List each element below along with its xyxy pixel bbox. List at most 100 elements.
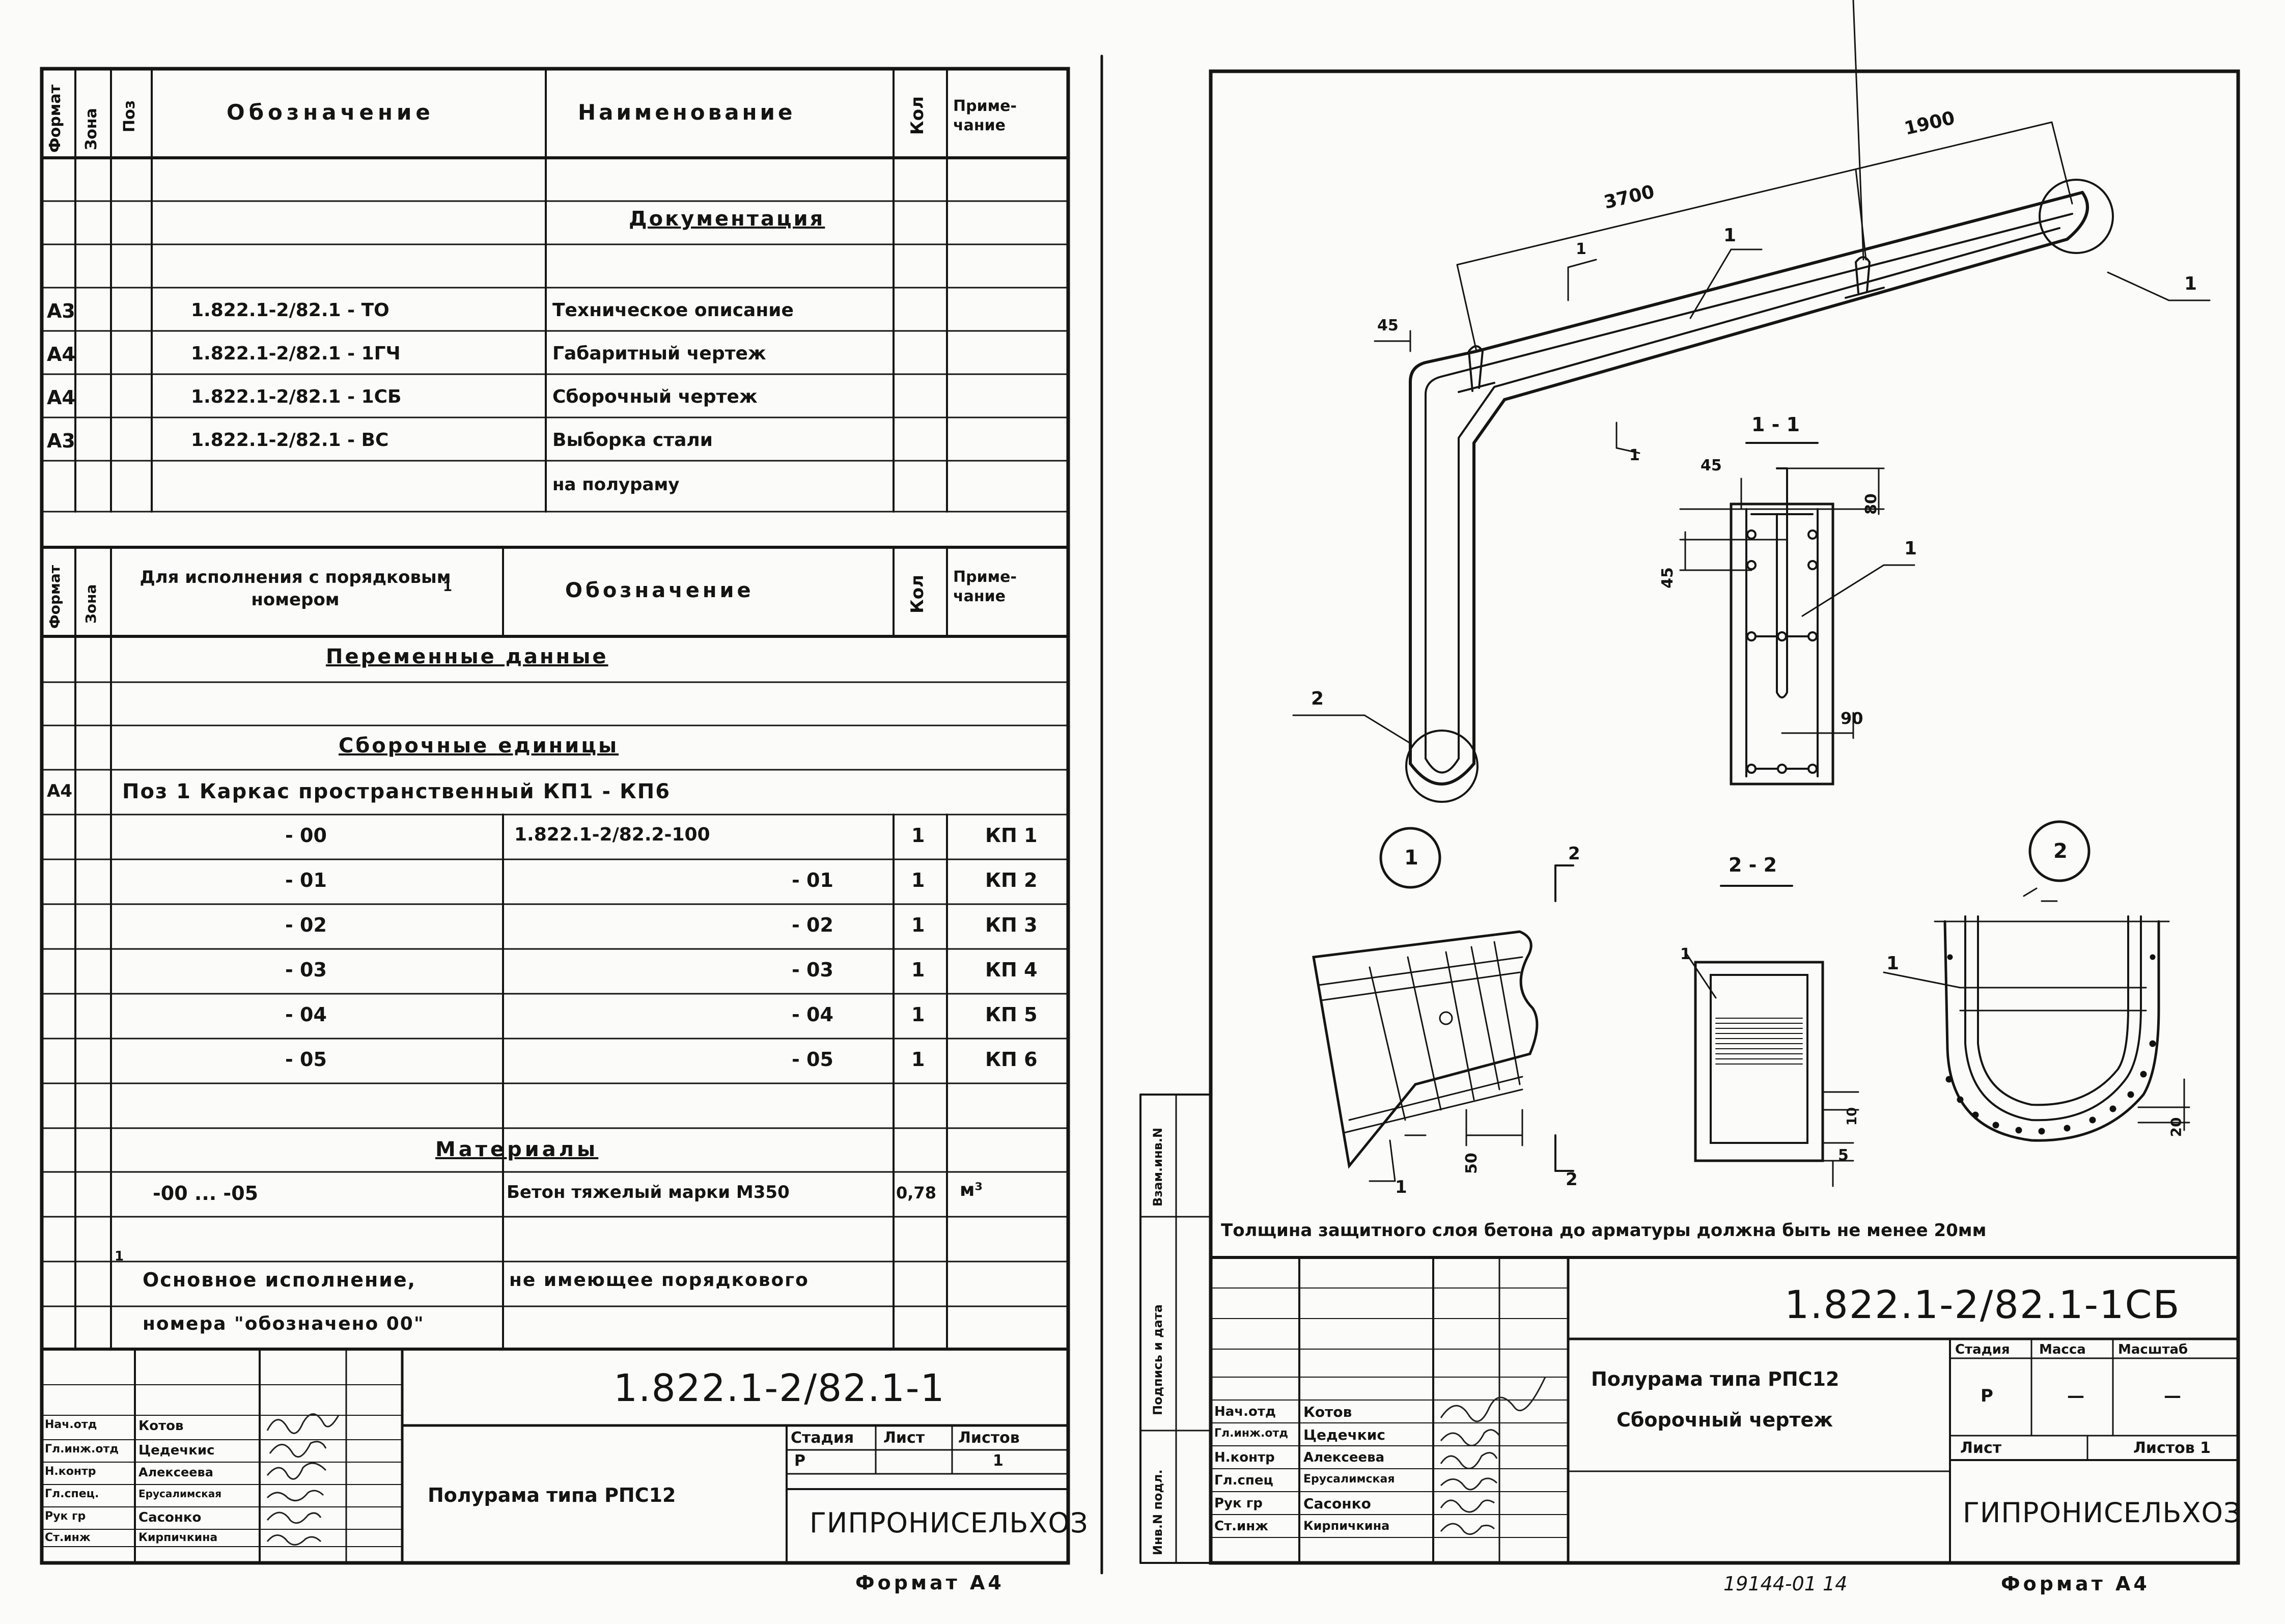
- position-1-label: 1: [1904, 538, 1917, 559]
- organization: ГИПРОНИСЕЛЬХОЗ: [810, 1507, 1089, 1539]
- organization: ГИПРОНИСЕЛЬХОЗ: [1963, 1497, 2242, 1529]
- variant-qty: 1: [911, 824, 925, 847]
- var-header-zone: Зона: [82, 584, 99, 624]
- sheets-label: Листов: [958, 1429, 1020, 1447]
- footnote-mark: 1: [115, 1249, 124, 1264]
- position-1-label: 1: [1886, 953, 1900, 974]
- document-subtitle: Сборочный чертеж: [1617, 1409, 1833, 1431]
- variant-note: КП 2: [985, 869, 1038, 891]
- assembly-format: А4: [47, 781, 72, 801]
- header-format: Формат: [46, 85, 64, 153]
- variant-note: КП 3: [985, 914, 1038, 936]
- assembly-line: Поз 1 Каркас пространственный КП1 - КП6: [122, 780, 671, 803]
- doc-designation: 1.822.1-2/82.1 - ТО: [191, 300, 389, 321]
- var-header-format: Формат: [46, 565, 63, 629]
- stage-value: Р: [1981, 1386, 1993, 1406]
- variant-exec: - 02: [285, 914, 327, 936]
- position-1-label: 1: [2184, 273, 2197, 294]
- signer-role: Нач.отд: [45, 1418, 97, 1431]
- dimension-10: 10: [1845, 1107, 1860, 1126]
- signer-name: Ерусалимская: [138, 1488, 222, 1500]
- variant-designation: - 05: [792, 1048, 833, 1071]
- footnote-text-1b: не имеющее порядкового: [509, 1270, 809, 1291]
- variant-exec: - 03: [285, 959, 327, 981]
- node-1-callout: 1: [1404, 846, 1418, 870]
- dimension-45: 45: [1377, 317, 1399, 334]
- side-label-inventory: Инв.N подл.: [1151, 1469, 1165, 1555]
- signer-role: Нач.отд: [1214, 1404, 1276, 1419]
- side-label-replacement: Взам.инв.N: [1151, 1128, 1165, 1207]
- doc-format: А4: [47, 343, 75, 366]
- variant-exec: - 00: [285, 824, 327, 847]
- header-pos: Поз: [121, 100, 138, 132]
- variant-qty: 1: [911, 869, 925, 891]
- signer-role: Гл.спец.: [45, 1488, 99, 1500]
- header-designation: Обозначение: [227, 100, 434, 125]
- stage-label: Стадия: [1955, 1342, 2010, 1357]
- variant-qty: 1: [911, 1003, 925, 1026]
- var-header-note: Приме-чание: [953, 568, 1017, 605]
- variant-exec: - 04: [285, 1003, 327, 1026]
- section-1-1-label: 1 - 1: [1751, 413, 1800, 436]
- doc-name-continued: на полураму: [552, 474, 680, 495]
- header-name: Наименование: [578, 100, 796, 125]
- signer-role: Рук гр: [45, 1510, 86, 1523]
- dimension-80: 80: [1862, 493, 1880, 515]
- signer-name: Котов: [138, 1418, 184, 1434]
- stage-value: Р: [794, 1452, 805, 1470]
- signer-name: Ерусалимская: [1303, 1473, 1395, 1486]
- mass-label: Масса: [2039, 1342, 2086, 1357]
- signer-name: Цедечкис: [1303, 1426, 1386, 1443]
- variant-exec: - 05: [285, 1048, 327, 1071]
- variant-qty: 1: [911, 1048, 925, 1071]
- cut-mark-1: 1: [1576, 240, 1586, 258]
- signer-role: Гл.спец: [1214, 1473, 1273, 1488]
- signer-role: Ст.инж: [1214, 1519, 1269, 1534]
- format-label: Формат А4: [855, 1572, 1005, 1594]
- signer-name: Кирпичкина: [1303, 1519, 1390, 1533]
- section-materials: Материалы: [435, 1138, 599, 1161]
- signer-role: Гл.инж.отд: [45, 1443, 119, 1455]
- sheets-label: Листов 1: [2133, 1439, 2211, 1457]
- signer-role: Ст.инж: [45, 1531, 91, 1544]
- variant-qty: 1: [911, 959, 925, 981]
- doc-format: А3: [47, 300, 75, 322]
- signer-name: Алексеева: [1303, 1450, 1385, 1465]
- position-2-label: 2: [1311, 688, 1324, 709]
- var-header-qty: Кол: [907, 574, 928, 613]
- document-title: Полурама типа РПС12: [1591, 1368, 1840, 1390]
- signer-name: Кирпичкина: [138, 1531, 218, 1544]
- section-assembly-units: Сборочные единицы: [339, 734, 619, 758]
- section-variable-data: Переменные данные: [326, 645, 608, 668]
- header-qty: Кол: [907, 96, 928, 135]
- variant-designation: - 01: [792, 869, 833, 891]
- doc-designation: 1.822.1-2/82.1 - 1ГЧ: [191, 343, 401, 364]
- variant-designation: - 03: [792, 959, 833, 981]
- doc-designation: 1.822.1-2/82.1 - ВС: [191, 430, 389, 451]
- var-header-designation: Обозначение: [565, 579, 754, 602]
- material-unit: м³: [960, 1180, 983, 1200]
- variant-qty: 1: [911, 914, 925, 936]
- stamp-number: 19144-01 14: [1723, 1573, 1848, 1595]
- position-1-label: 1: [1395, 1177, 1407, 1197]
- position-1-label: 1: [1723, 225, 1737, 246]
- scale-label: Масштаб: [2118, 1342, 2188, 1357]
- variant-designation: - 04: [792, 1003, 833, 1026]
- header-note: Приме-чание: [953, 97, 1017, 134]
- cut-mark-2: 2: [1566, 1169, 1578, 1190]
- side-label-signature: Подпись и дата: [1151, 1304, 1165, 1415]
- position-1-label: 1: [1680, 945, 1691, 963]
- dimension-5: 5: [1838, 1146, 1849, 1164]
- var-header-execution: Для исполнения с порядковым номером: [140, 567, 451, 610]
- variant-note: КП 5: [985, 1003, 1038, 1026]
- sheet-label: Лист: [883, 1429, 925, 1447]
- signer-role: Н.контр: [45, 1465, 96, 1478]
- doc-name: Габаритный чертеж: [552, 343, 766, 364]
- document-title: Полурама типа РПС12: [428, 1484, 676, 1506]
- var-header-footnote-mark: 1: [443, 579, 453, 595]
- doc-name: Техническое описание: [552, 300, 794, 321]
- footnote-text-1a: Основное исполнение,: [143, 1269, 416, 1291]
- drawing-note: Толщина защитного слоя бетона до арматур…: [1221, 1220, 1987, 1241]
- sheets-value: 1: [993, 1452, 1004, 1470]
